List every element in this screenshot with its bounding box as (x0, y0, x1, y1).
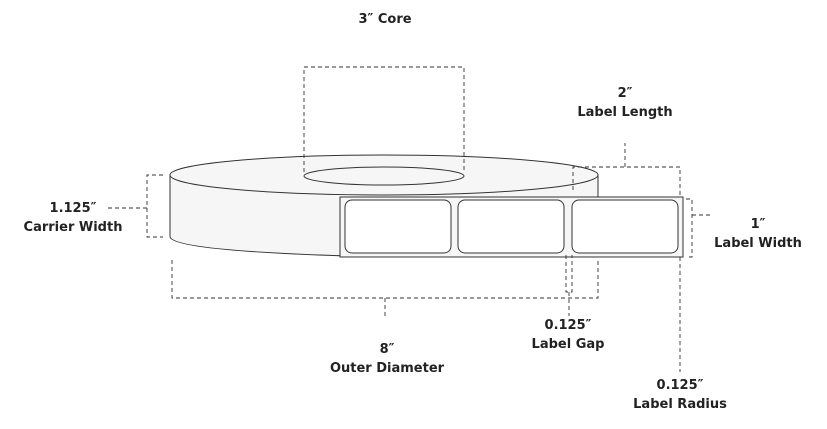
outer-diameter-dimension-line (171, 260, 599, 318)
carrier-width-label: 1.125″ Carrier Width (24, 199, 123, 237)
carrier-width-value: 1.125″ (49, 201, 97, 216)
label (344, 199, 452, 254)
label-gap-value: 0.125″ (544, 318, 592, 333)
label-width-value: 1″ (750, 217, 766, 232)
outer-diameter-label: 8″ Outer Diameter (330, 340, 444, 378)
core-dimension-label: 3″ Core (358, 10, 411, 29)
core-value: 3″ (358, 12, 374, 27)
outer-diameter-value: 8″ (379, 342, 395, 357)
core-dimension-line (303, 66, 465, 172)
carrier-width-dimension-line (105, 174, 163, 238)
roll-core (303, 166, 465, 186)
label-radius-value: 0.125″ (656, 378, 704, 393)
label-length-value: 2″ (617, 86, 633, 101)
label-gap-label: 0.125″ Label Gap (532, 316, 605, 354)
label-width-dimension-line (686, 198, 712, 258)
label-radius-label: 0.125″ Label Radius (633, 376, 727, 414)
label (457, 199, 565, 254)
outer-diameter-text: Outer Diameter (329, 361, 445, 376)
label-length-text: Label Length (577, 105, 673, 120)
label-width-text: Label Width (714, 236, 802, 251)
core-text: Core (377, 12, 412, 27)
carrier-width-text: Carrier Width (23, 220, 123, 235)
label-gap-text: Label Gap (531, 337, 605, 352)
label-length-label: 2″ Label Length (577, 84, 672, 122)
label-length-dimension-line (572, 143, 681, 195)
label-radius-text: Label Radius (633, 397, 727, 412)
label-width-label: 1″ Label Width (714, 215, 802, 253)
label-gap-dimension-line (565, 255, 573, 316)
label (571, 199, 679, 254)
